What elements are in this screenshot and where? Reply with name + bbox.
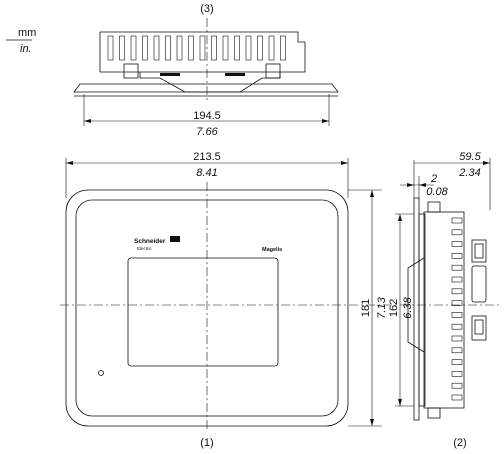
side-bezel-in: 0.08 bbox=[426, 186, 448, 198]
side-body bbox=[423, 211, 465, 409]
top-dim-arrow-left bbox=[84, 119, 91, 123]
front-view-label: (1) bbox=[200, 437, 213, 449]
brand-logo-mark bbox=[170, 236, 180, 242]
side-height-in: 6.38 bbox=[402, 296, 414, 318]
top-vent-slot bbox=[211, 35, 217, 61]
side-ethernet-port bbox=[471, 315, 487, 341]
front-height-arrow-bottom bbox=[370, 419, 374, 426]
top-vent-slot bbox=[199, 35, 206, 61]
side-bracket bbox=[407, 257, 425, 353]
side-view: 59.5 2.34 2 0.08 162 6.38 (2) bbox=[388, 151, 491, 449]
side-clamp-bottom bbox=[427, 407, 441, 419]
front-dim-arrow-right bbox=[341, 161, 348, 165]
side-height-arrow-bottom bbox=[398, 399, 402, 406]
top-vent-slot bbox=[176, 35, 183, 61]
side-vent-slot bbox=[451, 276, 463, 283]
top-vent-slot bbox=[130, 35, 137, 61]
top-vent-slot bbox=[280, 35, 286, 61]
side-vent-slot bbox=[451, 264, 463, 271]
side-ethernet-port-inner bbox=[474, 319, 484, 335]
side-bezel-arrow-left bbox=[407, 183, 414, 187]
side-depth-mm: 59.5 bbox=[459, 151, 481, 163]
side-height-arrow-top bbox=[398, 214, 402, 221]
top-vent-slot bbox=[245, 35, 252, 61]
top-view-housing bbox=[99, 31, 306, 73]
side-depth-arrow bbox=[483, 161, 490, 165]
front-height-in: 7.13 bbox=[376, 296, 388, 318]
brand-logo-subtext: Electric bbox=[137, 246, 153, 251]
top-view-label: (3) bbox=[200, 3, 213, 15]
side-clamp-top bbox=[427, 201, 441, 213]
unit-mm: mm bbox=[18, 27, 36, 39]
front-width-mm: 213.5 bbox=[193, 151, 221, 163]
side-vent-slot bbox=[451, 253, 463, 259]
side-vent-slot bbox=[451, 394, 463, 401]
side-vent-slot bbox=[451, 335, 463, 342]
unit-in: in. bbox=[20, 43, 32, 55]
side-vent-slot bbox=[451, 371, 463, 377]
top-view-vents bbox=[107, 35, 286, 61]
side-usb-port-inner bbox=[474, 243, 484, 259]
top-view-mark-right bbox=[225, 73, 245, 76]
top-vent-slot bbox=[107, 35, 114, 61]
side-vent-slot bbox=[451, 229, 463, 236]
top-vent-slot bbox=[222, 35, 229, 61]
side-gasket bbox=[418, 213, 426, 407]
side-vent-slot bbox=[451, 300, 463, 306]
top-width-mm: 194.5 bbox=[193, 110, 221, 122]
top-vent-slot bbox=[234, 35, 240, 61]
top-view-clamp-right bbox=[265, 63, 281, 79]
top-vent-slot bbox=[165, 35, 171, 61]
side-depth-in: 2.34 bbox=[458, 167, 480, 179]
top-view: (3) 194.5 7.66 bbox=[73, 3, 339, 138]
top-vent-slot bbox=[119, 35, 125, 61]
product-name: Magelis bbox=[262, 247, 282, 253]
side-vent-slot bbox=[451, 241, 463, 247]
top-view-clamp-left bbox=[123, 63, 139, 79]
side-vent-slot bbox=[451, 312, 463, 318]
side-bezel-plate bbox=[413, 197, 420, 421]
top-view-mark-left bbox=[160, 73, 180, 76]
units-legend: mm in. bbox=[6, 27, 36, 55]
side-vent-slot bbox=[451, 359, 463, 365]
side-vent-slot bbox=[451, 382, 463, 389]
side-vents bbox=[451, 217, 463, 401]
side-usb-port bbox=[471, 239, 487, 263]
top-vent-slot bbox=[268, 35, 275, 61]
front-screen bbox=[127, 257, 279, 367]
side-vent-slot bbox=[451, 323, 463, 330]
front-width-in: 8.41 bbox=[196, 167, 217, 179]
side-vent-slot bbox=[451, 217, 463, 224]
front-dim-arrow-left bbox=[66, 161, 73, 165]
front-height-mm: 181 bbox=[360, 299, 372, 317]
top-width-in: 7.66 bbox=[196, 126, 218, 138]
side-vent-slot bbox=[451, 347, 463, 354]
top-vent-slot bbox=[257, 35, 263, 61]
side-serial-port bbox=[471, 265, 487, 303]
side-vent-slot bbox=[451, 288, 463, 295]
side-height-mm: 162 bbox=[388, 299, 400, 317]
top-vent-slot bbox=[153, 35, 160, 61]
side-bezel-mm: 2 bbox=[430, 173, 437, 185]
top-dim-arrow-right bbox=[322, 119, 329, 123]
brand-logo-text: Schneider bbox=[134, 238, 166, 245]
side-view-label: (2) bbox=[453, 437, 466, 449]
top-vent-slot bbox=[142, 35, 148, 61]
top-view-bezel bbox=[73, 83, 339, 93]
front-height-arrow-top bbox=[370, 190, 374, 197]
top-vent-slot bbox=[188, 35, 194, 61]
status-led bbox=[98, 370, 104, 376]
side-bezel-arrow-right bbox=[419, 183, 426, 187]
front-view: 213.5 8.41 Schneider Electric Magelis 18… bbox=[60, 151, 500, 449]
